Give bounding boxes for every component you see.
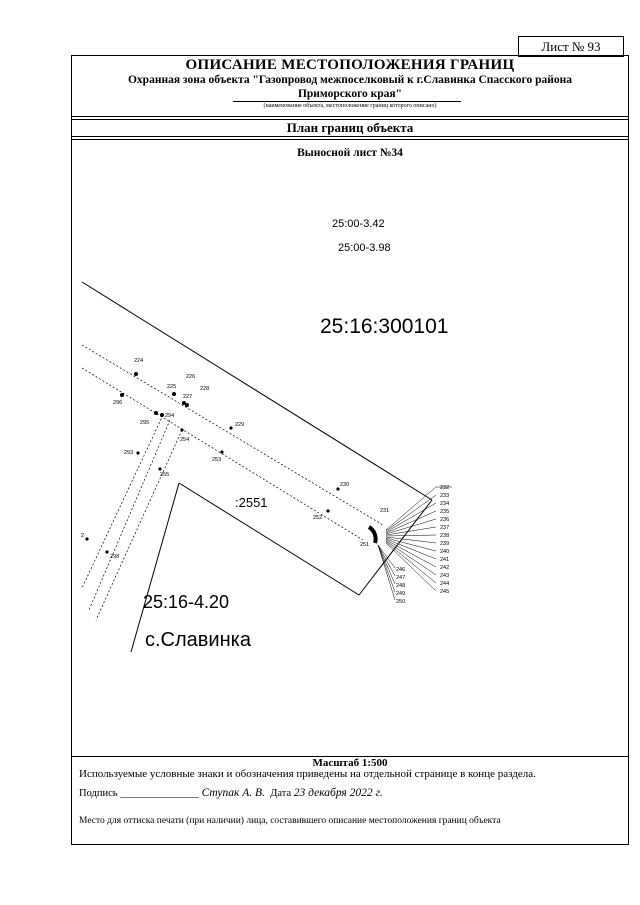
signature-line: Подпись _______________ Ступак А. В. Дат… (79, 787, 383, 799)
stamp-placeholder: Место для оттиска печати (при наличии) л… (79, 816, 501, 826)
point-label: 234 (440, 501, 449, 507)
point-label: 244 (440, 581, 449, 587)
point-label: 225 (167, 384, 176, 390)
point-label: 226 (186, 374, 195, 380)
sheet-number: Лист № 93 (518, 36, 624, 57)
zone-label: 25:00-3.98 (338, 242, 391, 254)
divider (71, 756, 629, 757)
object-name-line1: Охранная зона объекта "Газопровод межпос… (127, 74, 573, 86)
point-label: 298 (110, 554, 119, 560)
object-name-line2: Приморского края" (297, 88, 403, 100)
divider (71, 139, 629, 140)
zone-label: 25:00-3.42 (332, 218, 385, 230)
point-label: 296 (113, 400, 122, 406)
point-label: 294 (165, 413, 174, 419)
divider (71, 136, 629, 137)
parcel-label: :2551 (235, 495, 268, 510)
divider (71, 119, 629, 120)
point-label: 250 (396, 599, 405, 605)
signature-label: Подпись (79, 788, 118, 799)
point-label: 238 (440, 533, 449, 539)
point-label: 235 (440, 509, 449, 515)
point-label: 232 (440, 485, 449, 491)
settlement-label: с.Славинка (145, 629, 252, 651)
point-label: 224 (134, 358, 143, 364)
point-label: 242 (440, 565, 449, 571)
legend-note: Используемые условные знаки и обозначени… (79, 768, 536, 780)
point-label: 231 (380, 508, 389, 514)
document-title: ОПИСАНИЕ МЕСТОПОЛОЖЕНИЯ ГРАНИЦ (185, 57, 515, 73)
point-label: 293 (124, 450, 133, 456)
point-label: 228 (200, 386, 209, 392)
scale-label: Масштаб 1:500 (312, 757, 388, 769)
section-title: План границ объекта (286, 120, 414, 135)
point-label: 233 (440, 493, 449, 499)
point-label: 251 (360, 542, 369, 548)
object-caption: (наименование объекта, местоположение гр… (263, 103, 437, 109)
point-label: 239 (440, 541, 449, 547)
point-label: 254 (180, 437, 189, 443)
point-label: 245 (440, 589, 449, 595)
point-label: 227 (183, 394, 192, 400)
point-label: 2 (81, 533, 84, 539)
zone-label: 25:16-4.20 (143, 592, 229, 612)
point-label: 230 (340, 482, 349, 488)
point-label: 252 (313, 515, 322, 521)
point-label: 255 (160, 472, 169, 478)
cadastral-quarter-label: 25:16:300101 (320, 315, 448, 338)
point-label: 243 (440, 573, 449, 579)
signer-name: Ступак А. В. (201, 787, 265, 799)
point-label: 295 (140, 420, 149, 426)
point-label: 249 (396, 591, 405, 597)
date-label: Дата (270, 788, 292, 799)
point-label: 248 (396, 583, 405, 589)
point-label: 236 (440, 517, 449, 523)
point-label: 253 (212, 457, 221, 463)
point-label: 229 (235, 422, 244, 428)
date-value: 23 декабря 2022 г. (293, 787, 383, 799)
document-frame (71, 55, 629, 845)
divider (71, 116, 629, 117)
point-label: 241 (440, 557, 449, 563)
point-label: 240 (440, 549, 449, 555)
point-label: 237 (440, 525, 449, 531)
subsheet-title: Выносной лист №34 (297, 147, 403, 159)
point-label: 247 (396, 575, 405, 581)
signature-blank: _______________ (120, 788, 199, 799)
caption-underline (233, 101, 461, 102)
point-label: 246 (396, 567, 405, 573)
